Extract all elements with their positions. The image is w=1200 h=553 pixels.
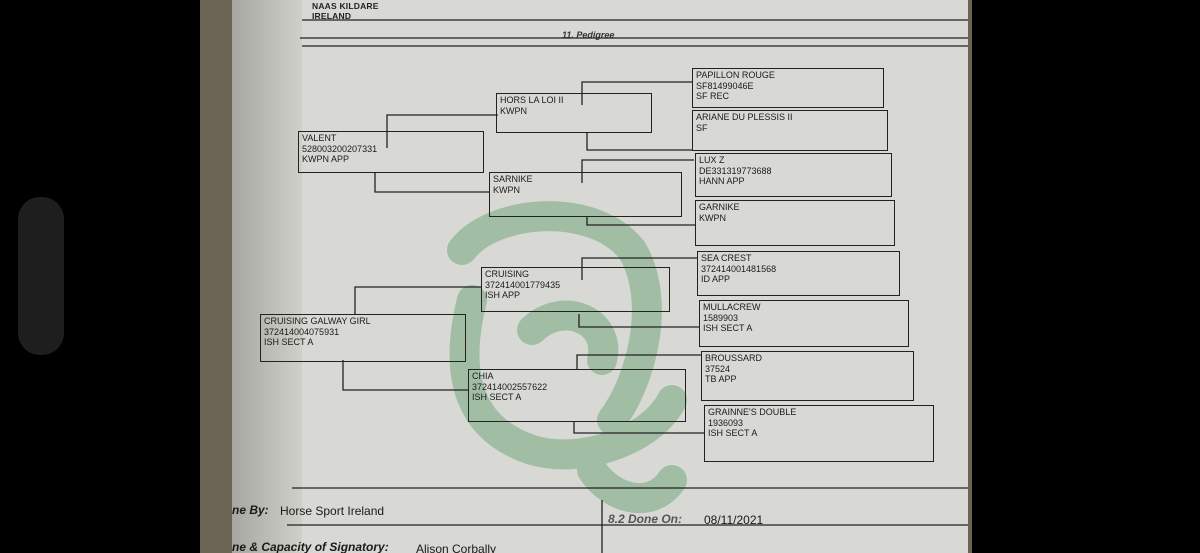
ancestor-5-reg: ID App <box>701 274 731 284</box>
dam-dam-name: CHIA <box>472 371 494 381</box>
signatory-label: ne & Capacity of Signatory: <box>232 540 389 553</box>
page-edge-shadow <box>232 0 302 553</box>
sire-sire-name: HORS LA LOI II <box>500 95 564 105</box>
signatory-value: Alison Corbally <box>416 542 497 553</box>
ancestor-5-id: 372414001481568 <box>701 263 777 274</box>
ancestor-4-name: GARNIKE <box>699 202 740 212</box>
table-surface-left <box>200 0 232 553</box>
ancestor-3-name: LUX Z <box>699 155 725 165</box>
ancestor-1-name: PAPILLON ROUGE <box>696 70 775 80</box>
table-surface-right <box>968 0 972 553</box>
scroll-handle[interactable] <box>18 197 64 355</box>
dam-dam-id: 372414002557622 <box>472 381 548 392</box>
ancestor-1-reg: SF Rec <box>696 91 730 101</box>
ancestor-box-1: PAPILLON ROUGE SF81499046E SF Rec <box>692 68 884 108</box>
done-by-label: ne By: <box>232 503 269 517</box>
ancestor-box-6: MULLACREW 1589903 ISH Sect A <box>699 300 909 347</box>
ancestor-7-name: BROUSSARD <box>705 353 763 363</box>
section-title: 11. Pedigree <box>562 30 615 40</box>
done-by-value: Horse Sport Ireland <box>280 504 385 518</box>
ancestor-box-2: ARIANE DU PLESSIS II SF <box>692 110 888 151</box>
sire-reg: KWPN App <box>302 154 350 164</box>
subject-reg: ISH Sect A <box>264 337 314 347</box>
ancestor-6-name: MULLACREW <box>703 302 761 312</box>
dam-dam-reg: ISH Sect A <box>472 392 522 402</box>
subject-id: 372414004075931 <box>264 326 340 337</box>
dam-sire-name: CRUISING <box>485 269 530 279</box>
ancestor-8-name: GRAINNE'S DOUBLE <box>708 407 797 417</box>
dam-sire-reg: ISH App <box>485 290 521 300</box>
ancestor-8-id: 1936093 <box>708 417 744 428</box>
ancestor-2-name: ARIANE DU PLESSIS II <box>696 112 793 122</box>
subject-horse-box: CRUISING GALWAY GIRL 372414004075931 ISH… <box>260 314 466 362</box>
sire-dam-name: SARNIKE <box>493 174 533 184</box>
header-address: NAAS KILDARE IRELAND <box>312 1 379 21</box>
dam-sire-id: 372414001779435 <box>485 279 561 290</box>
ancestor-box-5: SEA CREST 372414001481568 ID App <box>697 251 900 296</box>
ancestor-2-reg: SF <box>696 122 708 133</box>
header-line-1: NAAS KILDARE <box>312 1 379 11</box>
ancestor-box-7: BROUSSARD 37524 TB App <box>701 351 914 401</box>
ancestor-7-reg: TB App <box>705 374 737 384</box>
sire-id: 528003200207331 <box>302 143 378 154</box>
ancestor-6-id: 1589903 <box>703 312 739 323</box>
ancestor-7-id: 37524 <box>705 363 731 374</box>
ancestor-8-reg: ISH Sect A <box>708 428 758 438</box>
ancestor-1-id: SF81499046E <box>696 80 754 91</box>
done-on-label: 8.2 Done On: <box>608 512 683 526</box>
pedigree-document: NAAS KILDARE IRELAND 11. Pedigree CRUISI… <box>232 0 968 553</box>
ancestor-3-id: DE331319773688 <box>699 165 772 176</box>
ancestor-5-name: SEA CREST <box>701 253 752 263</box>
sire-sire-box: HORS LA LOI II KWPN <box>496 93 652 133</box>
subject-name: CRUISING GALWAY GIRL <box>264 316 371 326</box>
ancestor-6-reg: ISH Sect A <box>703 323 753 333</box>
sire-dam-reg: KWPN <box>493 184 520 195</box>
pedigree-connector-lines <box>287 19 968 553</box>
ancestor-box-8: GRAINNE'S DOUBLE 1936093 ISH Sect A <box>704 405 934 462</box>
sire-name: VALENT <box>302 133 337 143</box>
dam-dam-box: CHIA 372414002557622 ISH Sect A <box>468 369 686 422</box>
ancestor-box-3: LUX Z DE331319773688 HANN App <box>695 153 892 197</box>
sire-box: VALENT 528003200207331 KWPN App <box>298 131 484 173</box>
sire-dam-box: SARNIKE KWPN <box>489 172 682 217</box>
done-on-value: 08/11/2021 <box>704 513 764 527</box>
ancestor-4-reg: KWPN <box>699 212 726 223</box>
ancestor-box-4: GARNIKE KWPN <box>695 200 895 246</box>
dam-sire-box: CRUISING 372414001779435 ISH App <box>481 267 670 312</box>
ancestor-3-reg: HANN App <box>699 176 745 186</box>
header-line-2: IRELAND <box>312 11 352 21</box>
sire-sire-reg: KWPN <box>500 105 527 116</box>
